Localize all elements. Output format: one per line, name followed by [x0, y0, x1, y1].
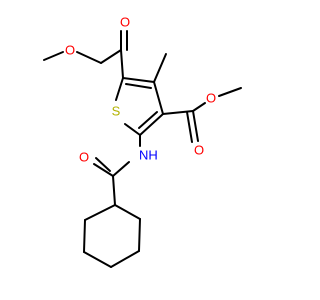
- atom-label-o: O: [79, 150, 89, 165]
- atom-label-o: O: [194, 143, 204, 158]
- atom-label-o: O: [206, 91, 216, 106]
- bond: [112, 175, 116, 206]
- bond: [192, 102, 206, 112]
- bond: [162, 110, 194, 115]
- structure-canvas: O O S O O NH O: [43, 15, 242, 268]
- bond: [153, 81, 164, 115]
- bond: [100, 49, 122, 64]
- bond: [95, 157, 111, 172]
- atom-label-nh: NH: [139, 148, 158, 163]
- bond: [125, 83, 152, 89]
- bond: [110, 250, 140, 268]
- bond: [124, 123, 141, 136]
- atom-label-o: O: [120, 15, 130, 30]
- bond: [120, 49, 124, 79]
- bond: [43, 51, 64, 61]
- bond: [83, 251, 112, 268]
- bond: [112, 161, 130, 177]
- bond: [93, 163, 114, 177]
- bond: [138, 218, 141, 252]
- atom-label-s: S: [112, 104, 121, 119]
- bond: [83, 219, 86, 253]
- chemical-structure-diagram: O O S O O NH O: [43, 15, 242, 268]
- atom-label-o: O: [65, 43, 75, 58]
- bond: [218, 87, 242, 97]
- bond: [139, 113, 164, 136]
- bond: [76, 51, 102, 64]
- bond: [153, 53, 167, 83]
- bond: [186, 111, 193, 143]
- bond: [192, 110, 199, 142]
- bond: [114, 204, 141, 220]
- bond: [138, 111, 158, 129]
- bond: [115, 77, 124, 101]
- bond: [84, 204, 116, 221]
- bond: [122, 77, 155, 83]
